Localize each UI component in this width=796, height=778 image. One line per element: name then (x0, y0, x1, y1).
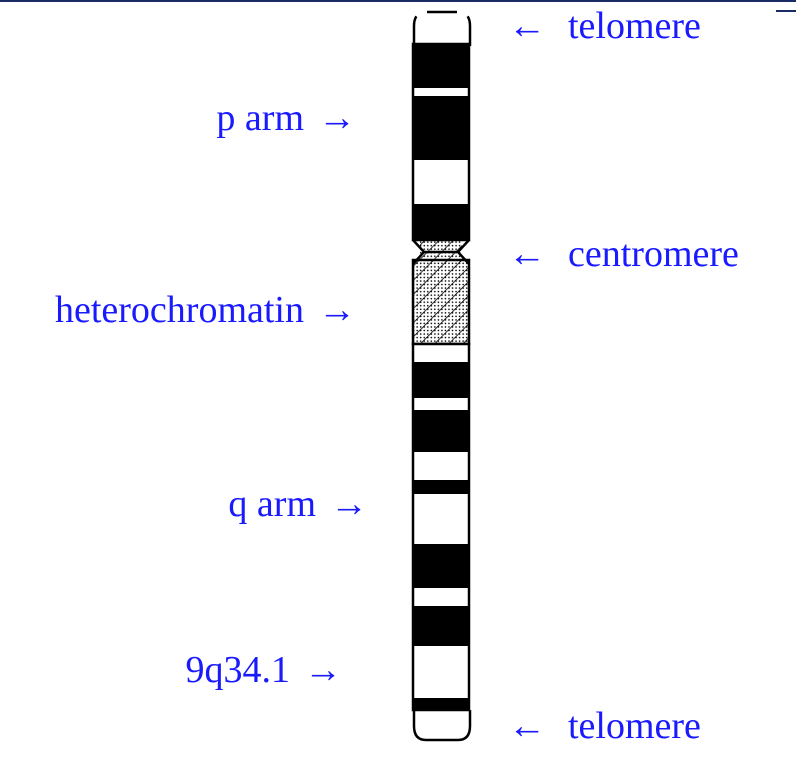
q-band-3 (413, 480, 469, 494)
top-telomere-cap (412, 10, 472, 46)
right-arrow-icon: → (304, 649, 342, 691)
q-band-1 (413, 362, 469, 398)
bottom-telomere-cap (412, 710, 472, 742)
telomere-top-label: ←telomere (508, 5, 701, 47)
q-band-5 (413, 606, 469, 646)
left-arrow-icon: ← (508, 5, 546, 47)
heterochromatin-region (411, 258, 471, 346)
centromere-hatch (420, 240, 462, 262)
left-arrow-icon: ← (508, 705, 546, 747)
right-arrow-icon: → (330, 483, 368, 525)
left-arrow-icon: ← (508, 233, 546, 275)
p-band-1 (413, 44, 469, 88)
q-arm-label: q arm→ (228, 483, 368, 525)
band-9q34-1-label: 9q34.1→ (185, 649, 343, 691)
telomere-bottom-label: ←telomere (508, 705, 701, 747)
p-arm-label: p arm→ (216, 97, 356, 139)
p-band-2 (413, 96, 469, 160)
q-arm-outline (411, 342, 471, 712)
p-band-3 (413, 204, 469, 240)
heterochromatin-label: heterochromatin→ (54, 289, 356, 331)
centromere-label: ←centromere (508, 233, 739, 275)
q-band-2 (413, 410, 469, 452)
top-border (0, 0, 796, 2)
right-arrow-icon: → (318, 97, 356, 139)
q-band-4 (413, 544, 469, 588)
q-band-6 (413, 698, 469, 710)
right-arrow-icon: → (318, 289, 356, 331)
corner-tab (776, 2, 796, 12)
